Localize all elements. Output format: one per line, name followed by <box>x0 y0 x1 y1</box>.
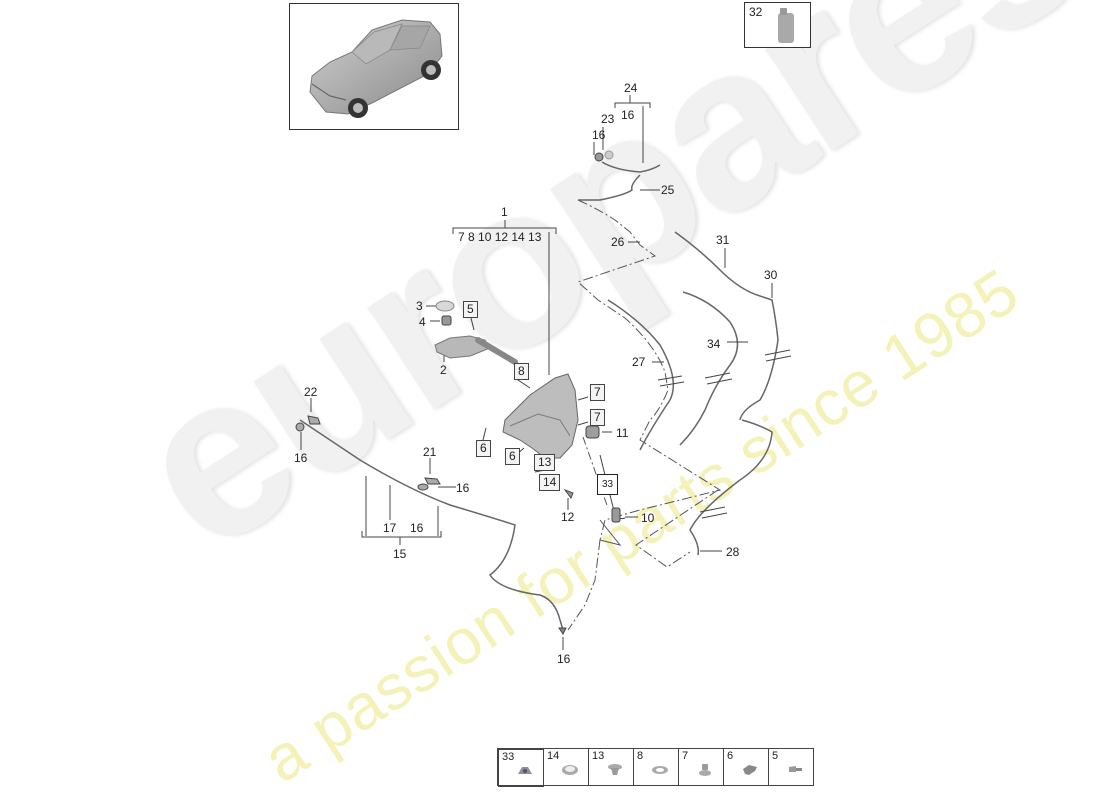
callout-25: 25 <box>661 183 675 197</box>
callout-4: 4 <box>419 315 426 329</box>
seal-ring-icon <box>562 765 578 775</box>
callout-28: 28 <box>726 545 740 559</box>
fluid-container-box: 32 <box>744 2 811 48</box>
callout-17: 17 <box>383 521 397 535</box>
legend-item-6[interactable]: 6 <box>724 749 769 785</box>
legend-item-13[interactable]: 13 <box>589 749 634 785</box>
legend-item-33[interactable]: 33 <box>498 749 544 787</box>
legend-item-14[interactable]: 14 <box>544 749 589 785</box>
legend-item-7[interactable]: 7 <box>679 749 724 785</box>
callout-group-1-members: 7 8 10 12 14 13 <box>458 230 542 244</box>
callout-group-15-title: 15 <box>393 547 407 561</box>
callout-33: 33 <box>597 474 619 495</box>
callout-7: 7 <box>590 409 605 426</box>
callout-16: 16 <box>557 652 571 666</box>
callout-16: 16 <box>294 451 308 465</box>
callout-27: 27 <box>632 355 646 369</box>
callout-23: 23 <box>601 112 615 126</box>
callout-30: 30 <box>764 268 778 282</box>
callout-group-24-members: 16 <box>621 108 635 122</box>
clip-icon <box>743 765 757 775</box>
o-ring-icon <box>652 766 668 774</box>
grommet-icon <box>518 767 532 774</box>
legend-item-8[interactable]: 8 <box>634 749 679 785</box>
plug-icon <box>699 764 711 776</box>
vehicle-thumbnail <box>289 3 459 130</box>
callout-12: 12 <box>561 510 575 524</box>
callout-7: 7 <box>590 384 605 401</box>
callout-21: 21 <box>423 445 437 459</box>
callout-26: 26 <box>611 235 625 249</box>
fluid-container-number: 32 <box>749 5 763 19</box>
callout-2: 2 <box>440 363 447 377</box>
legend-item-5[interactable]: 5 <box>769 749 813 785</box>
callout-group-1-title: 1 <box>501 205 508 219</box>
callout-13: 13 <box>534 454 556 471</box>
callout-10: 10 <box>641 511 655 525</box>
callout-3: 3 <box>416 299 423 313</box>
callout-group-24-title: 24 <box>624 81 638 95</box>
callout-16: 16 <box>592 128 606 142</box>
parts-legend: 33 14 13 8 7 6 5 <box>497 748 814 787</box>
callout-6: 6 <box>505 448 520 465</box>
callout-22: 22 <box>304 385 318 399</box>
suv-car-icon <box>309 19 443 118</box>
callout-31: 31 <box>716 233 730 247</box>
callout-5: 5 <box>463 301 478 318</box>
grommet-small-icon <box>608 764 622 775</box>
callout-8: 8 <box>514 363 529 380</box>
callout-34: 34 <box>707 337 721 351</box>
callout-6: 6 <box>476 440 491 457</box>
fluid-bottle-icon <box>778 8 794 43</box>
callout-14: 14 <box>539 474 561 491</box>
screw-icon <box>789 766 802 772</box>
callout-16: 16 <box>456 481 470 495</box>
callout-16: 16 <box>410 521 424 535</box>
callout-11: 11 <box>616 426 629 440</box>
